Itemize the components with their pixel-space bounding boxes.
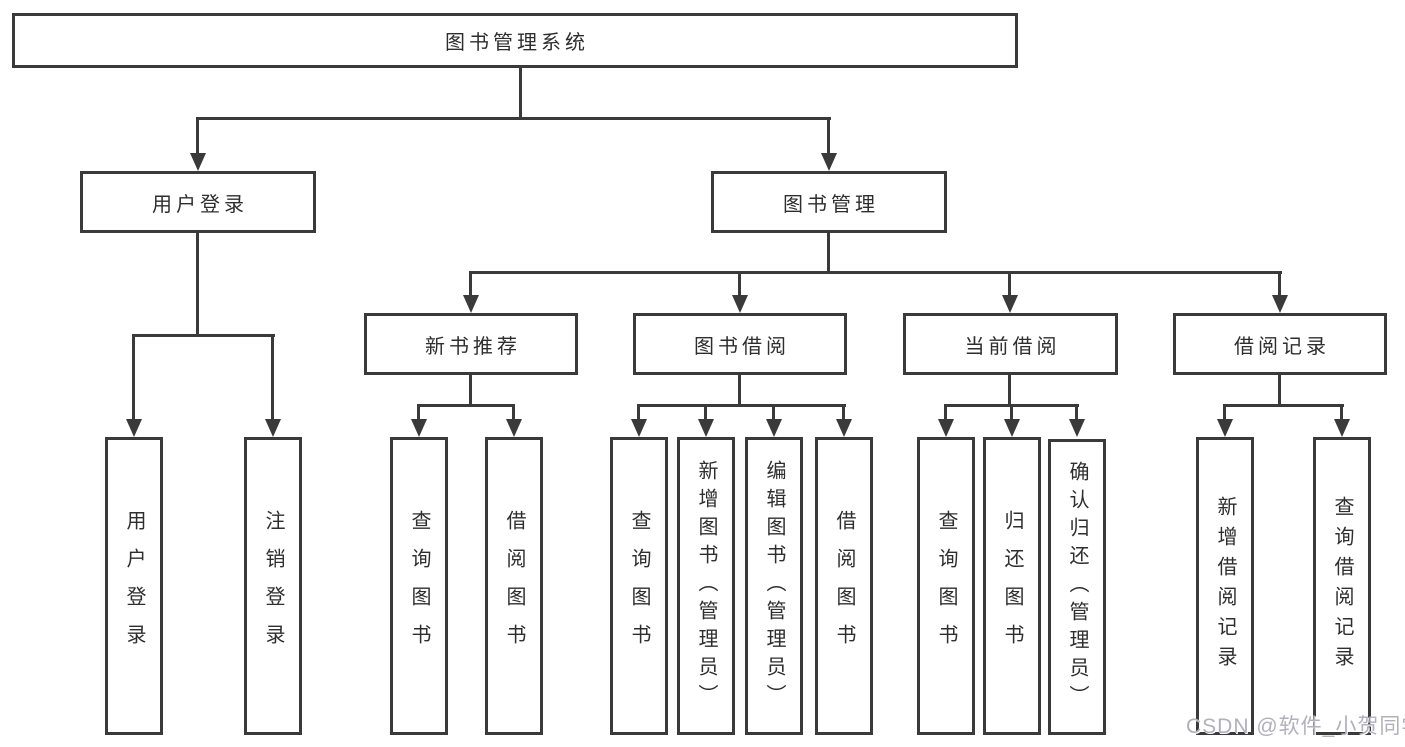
leaf-user-login: 用户登录: [105, 437, 163, 735]
arrowhead-down: [265, 419, 281, 437]
connector-line: [637, 404, 640, 420]
connector-line: [637, 404, 846, 407]
connector-line: [704, 404, 707, 420]
leaf-query-books-borrowing: 查询图书: [610, 437, 668, 735]
connector-line: [196, 117, 831, 120]
connector-line: [738, 375, 741, 406]
arrowhead-down: [698, 419, 714, 437]
node-borrowing-records: 借阅记录: [1173, 313, 1387, 375]
node-book-borrowing: 图书借阅: [633, 313, 847, 375]
connector-line: [1278, 271, 1281, 297]
connector-line: [1008, 375, 1011, 406]
connector-line: [827, 233, 830, 274]
connector-line: [196, 117, 199, 157]
arrowhead-down: [1069, 419, 1085, 437]
connector-line: [1340, 404, 1343, 420]
connector-line: [1075, 404, 1078, 420]
connector-line: [133, 334, 275, 337]
leaf-return-books: 归还图书: [983, 437, 1041, 735]
leaf-add-books-admin: 新增图书（管理员）: [677, 437, 735, 735]
connector-line: [196, 233, 199, 336]
leaf-borrow-books-recommend: 借阅图书: [485, 437, 543, 735]
connector-line: [519, 68, 522, 118]
arrowhead-down: [506, 419, 522, 437]
leaf-confirm-return-admin: 确认归还（管理员）: [1048, 439, 1106, 735]
connector-line: [1278, 375, 1281, 406]
arrowhead-down: [1002, 295, 1018, 313]
leaf-edit-books-admin: 编辑图书（管理员）: [745, 437, 803, 735]
watermark: CSDN @软件_小贺同学: [1186, 715, 1405, 738]
connector-line: [271, 334, 274, 420]
connector-line: [827, 117, 830, 157]
node-book-management: 图书管理: [711, 171, 947, 233]
arrowhead-down: [631, 419, 647, 437]
connector-line: [469, 271, 1282, 274]
connector-line: [738, 271, 741, 297]
arrowhead-down: [463, 295, 479, 313]
arrowhead-down: [1334, 419, 1350, 437]
leaf-borrow-books-borrowing: 借阅图书: [815, 437, 873, 735]
node-user-login: 用户登录: [80, 171, 316, 233]
arrowhead-down: [766, 419, 782, 437]
connector-line: [1008, 271, 1011, 297]
leaf-query-books-recommend: 查询图书: [390, 437, 448, 735]
arrowhead-down: [938, 419, 954, 437]
connector-line: [1223, 404, 1344, 407]
leaf-logout-login: 注销登录: [244, 437, 302, 735]
arrowhead-down: [411, 419, 427, 437]
arrowhead-down: [836, 419, 852, 437]
connector-line: [132, 334, 135, 420]
node-new-book-recommendation: 新书推荐: [364, 313, 578, 375]
arrowhead-down: [126, 419, 142, 437]
node-current-borrowing: 当前借阅: [903, 313, 1118, 375]
arrowhead-down: [1217, 419, 1233, 437]
arrowhead-down: [190, 153, 206, 171]
leaf-add-borrow-record: 新增借阅记录: [1196, 437, 1254, 735]
connector-line: [1010, 404, 1013, 420]
arrowhead-down: [1004, 419, 1020, 437]
arrowhead-down: [1272, 295, 1288, 313]
leaf-query-borrow-record: 查询借阅记录: [1313, 437, 1371, 735]
connector-line: [944, 404, 947, 420]
connector-line: [417, 404, 420, 420]
connector-line: [417, 404, 515, 407]
connector-line: [1223, 404, 1226, 420]
connector-line: [512, 404, 515, 420]
connector-line: [469, 271, 472, 297]
connector-line: [772, 404, 775, 420]
arrowhead-down: [732, 295, 748, 313]
connector-line: [842, 404, 845, 420]
node-library-management-system: 图书管理系统: [12, 13, 1018, 68]
arrowhead-down: [821, 153, 837, 171]
connector-line: [469, 375, 472, 407]
leaf-query-books-current: 查询图书: [917, 437, 975, 735]
